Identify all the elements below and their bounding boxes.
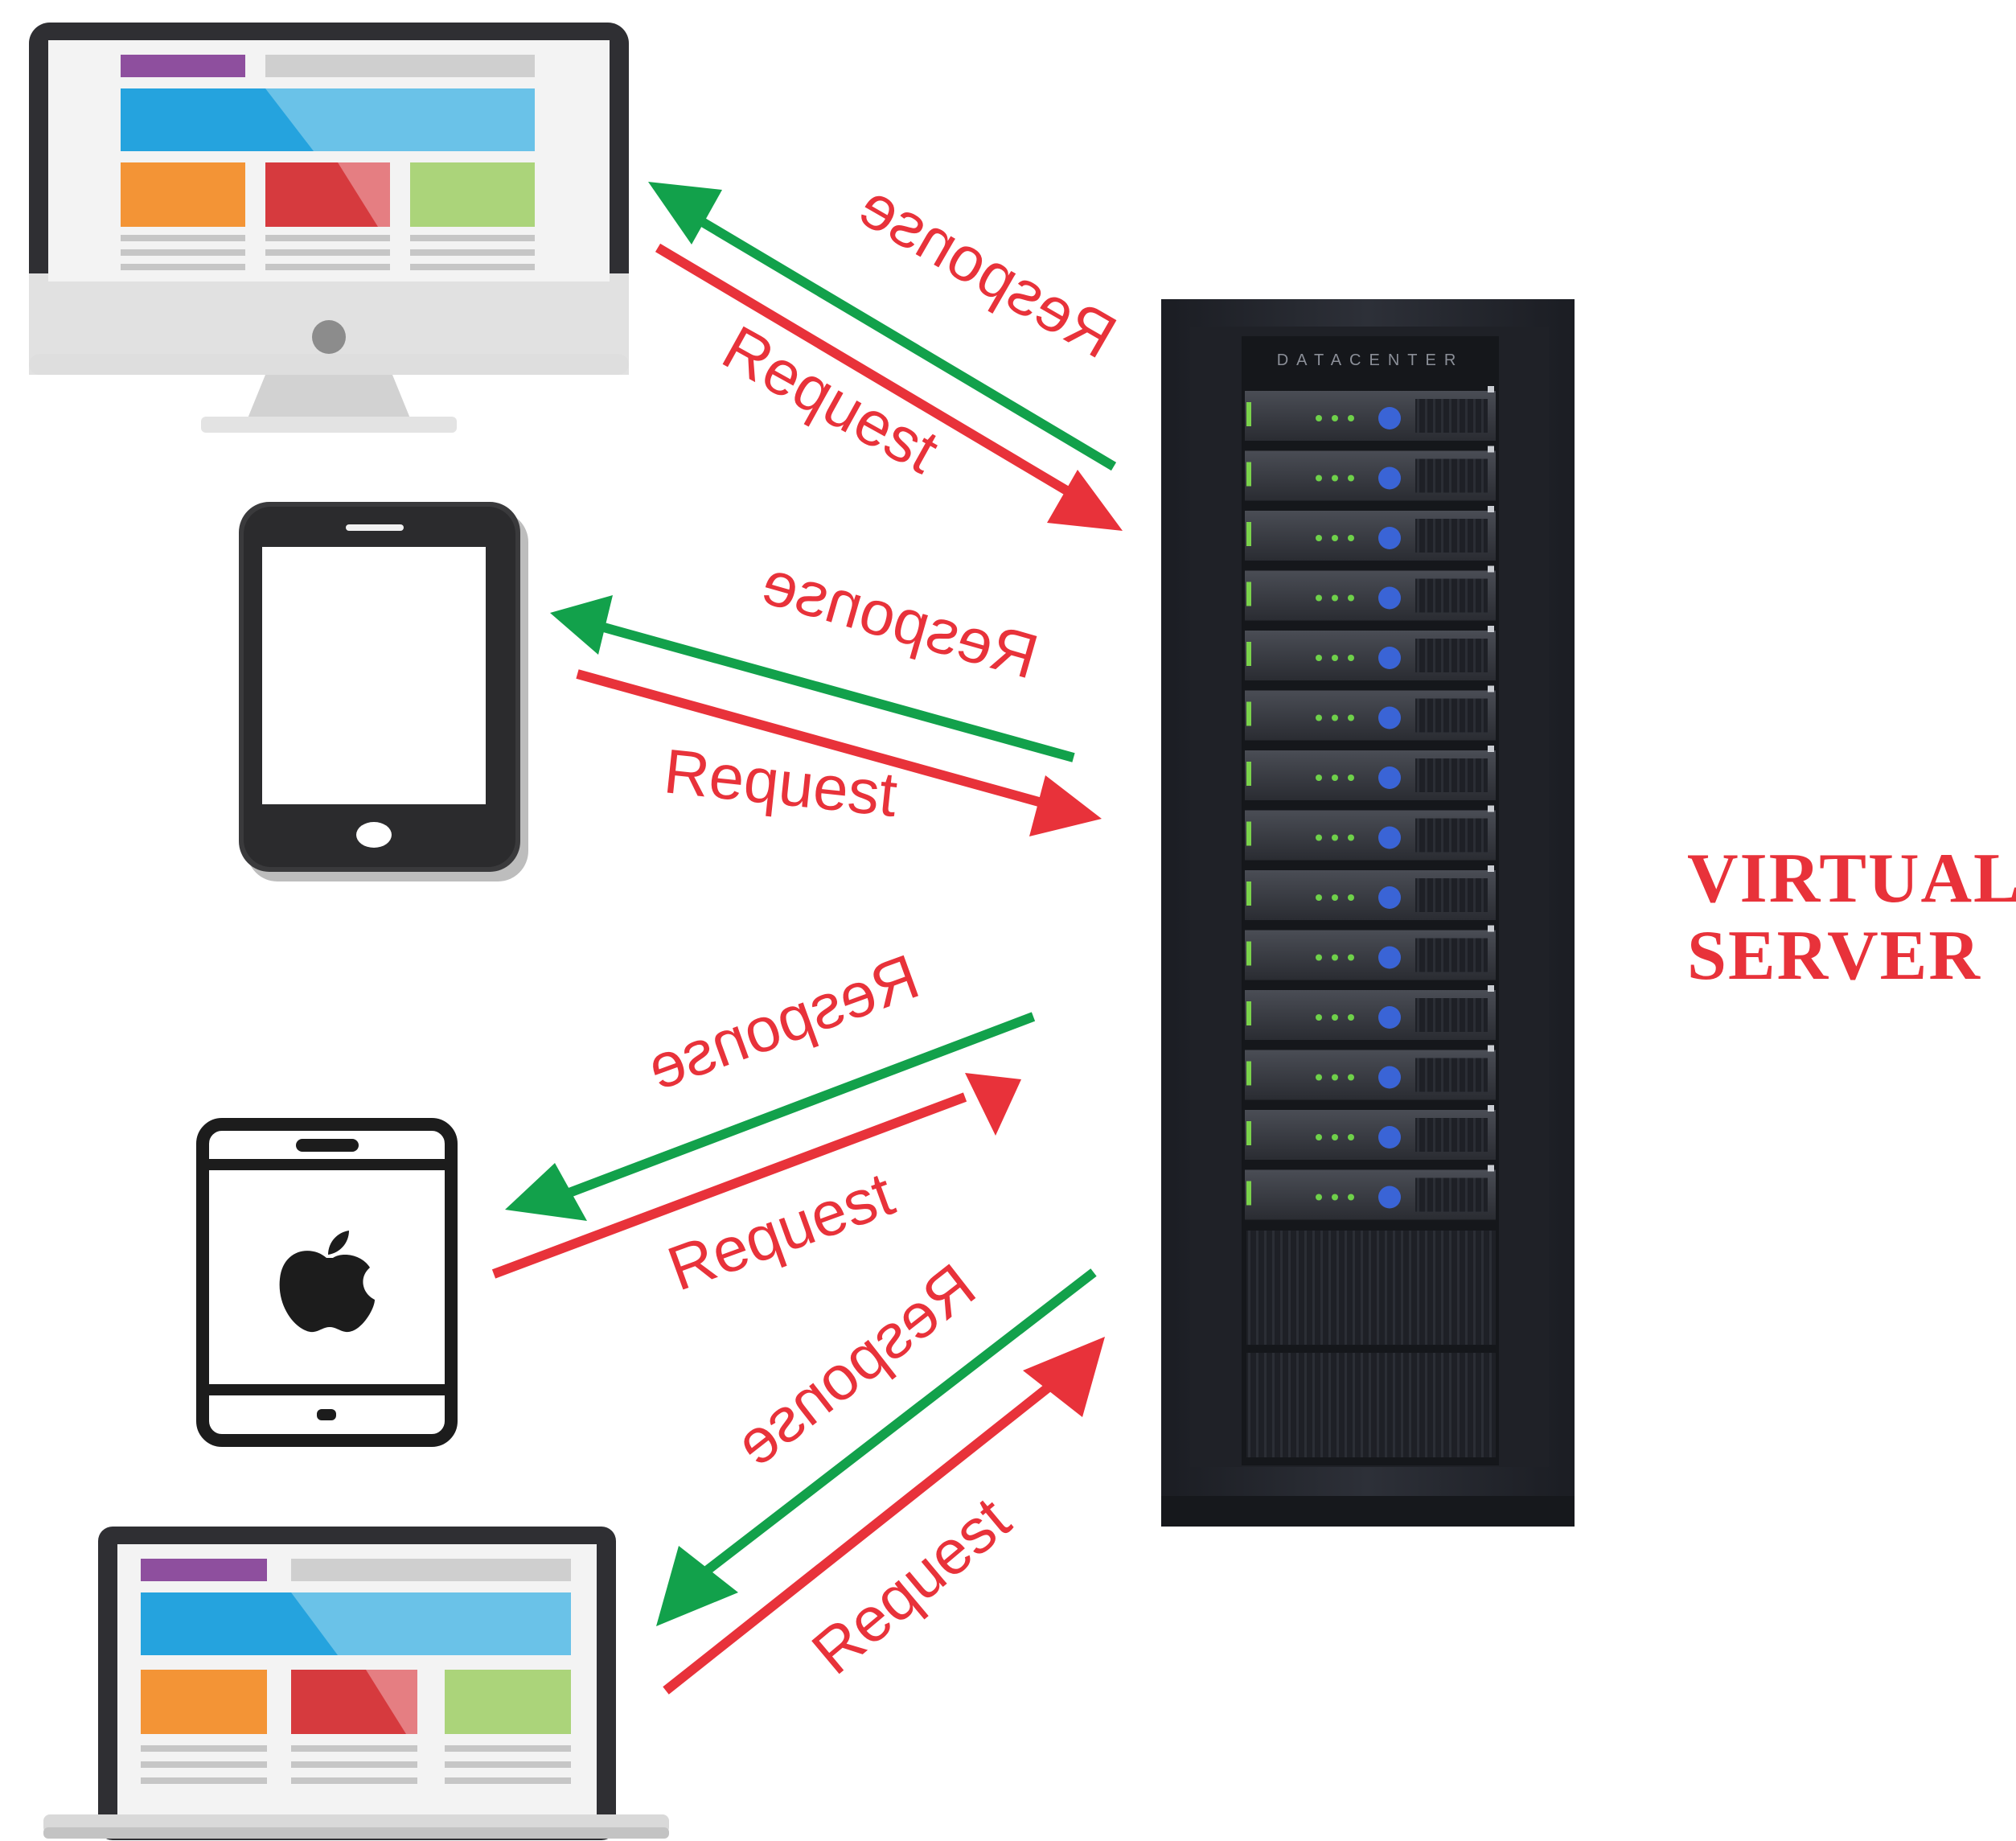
response-arrow-phone (593, 620, 1075, 762)
desktop-monitor-icon (29, 23, 629, 433)
server-title-line2: SERVER (1687, 917, 1981, 995)
apple-tablet-icon (196, 1118, 458, 1447)
response-label-laptop: Response (722, 1250, 988, 1480)
rack-server-unit (1245, 1105, 1496, 1160)
request-label-tablet: Request (659, 1157, 902, 1304)
rack-vent-upper (1246, 1231, 1496, 1345)
response-arrow-desktop (688, 211, 1117, 471)
response-arrowhead-tablet (505, 1163, 587, 1221)
response-arrowhead-laptop (656, 1546, 738, 1626)
server-title-line1: VIRTUAL (1687, 840, 2016, 918)
rack-server-unit (1245, 565, 1496, 621)
request-label-laptop: Request (799, 1483, 1023, 1687)
rack-vent-lower (1246, 1353, 1496, 1457)
arrow-labels: Response Request Response Request Respon… (638, 170, 1128, 1688)
smartphone-icon (239, 502, 528, 881)
rack-server-unit (1245, 985, 1496, 1040)
apple-logo-icon (279, 1231, 375, 1333)
response-label-phone: Response (755, 546, 1046, 692)
request-arrow-desktop (655, 243, 1081, 502)
rack-server-unit (1245, 1045, 1496, 1100)
rack-server-unit (1245, 386, 1496, 441)
rack-server-unit (1245, 446, 1496, 501)
request-arrowhead-phone (1029, 775, 1102, 836)
laptop-icon (43, 1527, 669, 1840)
response-arrowhead-desktop (648, 182, 722, 245)
rack-server-unit (1245, 925, 1496, 980)
response-arrow-tablet (560, 1012, 1036, 1200)
response-label-desktop: Response (848, 170, 1127, 372)
rack-server-unit (1245, 865, 1496, 920)
rack-server-unit (1245, 805, 1496, 861)
response-arrow-laptop (704, 1268, 1097, 1574)
request-arrowhead-laptop (1023, 1337, 1105, 1417)
request-arrow-phone (576, 669, 1055, 811)
rack-server-unit (1245, 685, 1496, 741)
rack-brand-label: DATACENTER (1277, 351, 1464, 369)
arrows (491, 182, 1123, 1695)
response-label-tablet: Response (638, 940, 928, 1103)
rack-server-unit (1245, 626, 1496, 680)
request-arrow-tablet (491, 1092, 967, 1279)
rack-server-unit (1245, 506, 1496, 561)
request-arrowhead-tablet (965, 1073, 1021, 1136)
server-rack: DATACENTER (1161, 299, 1575, 1527)
request-arrow-laptop (663, 1379, 1057, 1695)
rack-server-unit (1245, 746, 1496, 800)
request-arrowhead-desktop (1047, 470, 1123, 531)
response-arrowhead-phone (550, 595, 613, 655)
rack-units (1245, 386, 1496, 1220)
server-title: VIRTUAL SERVER (1687, 840, 2016, 995)
rack-server-unit (1245, 1165, 1496, 1220)
